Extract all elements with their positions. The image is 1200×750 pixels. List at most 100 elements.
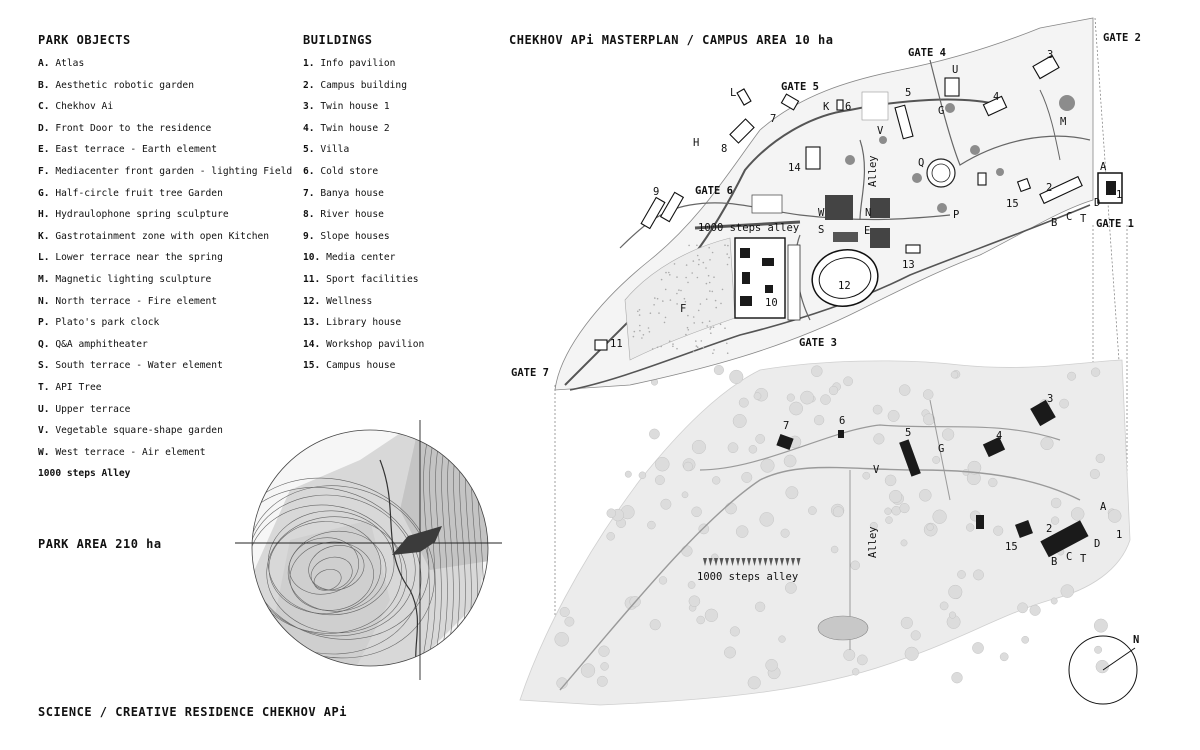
building-label: Campus building	[320, 79, 407, 91]
park-object-item: G. Half-circle fruit tree Garden	[38, 183, 292, 205]
building-label: River house	[320, 209, 384, 221]
building-marker: 1	[1116, 189, 1122, 201]
building-key: 4.	[303, 122, 315, 134]
masterplan-drawing: N GATE 2 GATE 4 GATE 5 GATE 6 GATE 1 GAT…	[511, 17, 1141, 706]
field-light	[721, 288, 724, 291]
park-object-label: API Tree	[55, 381, 102, 393]
alley-tree	[714, 558, 718, 566]
tree-canopy	[885, 516, 893, 524]
park-object-key: W.	[38, 446, 50, 458]
building-marker: 2	[1046, 182, 1052, 194]
field-light	[683, 297, 686, 300]
alley-tree	[769, 558, 773, 566]
field-light	[709, 290, 711, 292]
tree-canopy	[660, 498, 672, 510]
field-light	[726, 352, 729, 355]
park-area-label: PARK AREA 210 ha	[38, 537, 162, 551]
park-object-label: Gastrotainment zone with open Kitchen	[55, 230, 270, 242]
tree-canopy	[712, 476, 721, 485]
building-marker: 12	[838, 280, 851, 292]
park-object-marker: T	[1080, 553, 1087, 565]
field-light	[719, 323, 722, 326]
building-marker: 7	[783, 420, 789, 432]
park-object-item: H. Hydraulophone spring sculpture	[38, 204, 292, 226]
tree-canopy	[941, 428, 955, 441]
tree-canopy	[923, 413, 935, 426]
tree-canopy	[900, 539, 908, 547]
contour-line	[252, 485, 430, 640]
alley-tree	[780, 558, 784, 566]
building-key: 7.	[303, 187, 315, 199]
park-object-key: F.	[38, 165, 50, 177]
field-light	[676, 347, 678, 350]
tree-canopy	[1090, 367, 1101, 377]
tree-canopy	[683, 461, 693, 472]
field-light	[647, 327, 650, 329]
tree-canopy	[681, 545, 693, 557]
building-item: 2. Campus building	[303, 75, 424, 97]
park-object-key: P.	[38, 317, 50, 329]
tree-canopy	[738, 397, 749, 408]
field-light	[651, 348, 654, 350]
building-key: 5.	[303, 144, 315, 156]
tree-canopy	[1095, 659, 1109, 674]
park-object-label: Half-circle fruit tree Garden	[55, 187, 223, 199]
building-item: 12. Wellness	[303, 291, 424, 313]
field-light	[687, 281, 689, 284]
tree-canopy	[1050, 516, 1060, 525]
building-marker: 15	[1006, 198, 1019, 210]
field-light	[685, 333, 687, 336]
building-label: Sport facilities	[326, 273, 419, 285]
building-label: Banya house	[320, 187, 384, 199]
park-object-item: V. Vegetable square-shape garden	[38, 420, 292, 442]
tree-canopy	[852, 668, 860, 676]
field-light	[687, 314, 689, 317]
alley-legend-item: 1000 steps Alley	[38, 468, 131, 480]
field-light	[713, 276, 715, 279]
park-object-label: Lower terrace near the spring	[55, 252, 223, 264]
buildings-title: BUILDINGS	[303, 33, 373, 47]
tree-canopy	[724, 646, 736, 659]
building-item: 3. Twin house 1	[303, 96, 424, 118]
tree-canopy	[606, 532, 615, 541]
building-item: 15. Campus house	[303, 355, 424, 377]
field-light	[693, 322, 695, 324]
park-object-key: V.	[38, 425, 50, 437]
park-object-marker: G	[938, 443, 944, 455]
tree-canopy	[1059, 398, 1069, 409]
gate-5-label: GATE 5	[781, 81, 819, 93]
tree-canopy	[596, 675, 608, 687]
park-object-marker: S	[818, 224, 824, 236]
tree-canopy	[789, 401, 803, 416]
contour-line	[287, 530, 387, 612]
building-marker: 14	[788, 162, 801, 174]
field-light	[697, 309, 700, 312]
building-item: 1. Info pavilion	[303, 53, 424, 75]
park-object-marker: B	[1051, 217, 1057, 229]
tree-canopy	[698, 523, 710, 535]
tree-canopy	[783, 454, 797, 468]
field-light	[699, 303, 702, 305]
tree-canopy	[1050, 597, 1058, 605]
tree-canopy	[922, 389, 934, 400]
tree-canopy	[785, 486, 799, 500]
field-light	[649, 312, 652, 315]
park-object-marker: D	[1094, 197, 1100, 209]
field-light	[713, 349, 715, 351]
park-object-marker: B	[1051, 556, 1057, 568]
alley-tree	[719, 558, 724, 566]
building-item: 4. Twin house 2	[303, 118, 424, 140]
tree-canopy	[786, 393, 795, 402]
field-light	[701, 321, 704, 324]
building-label: Cold store	[320, 165, 379, 177]
park-object-label: Chekhov Ai	[55, 101, 114, 113]
field-light	[695, 345, 698, 347]
field-light	[695, 340, 697, 342]
tree-canopy	[999, 652, 1009, 662]
tree-canopy	[950, 370, 959, 379]
field-light	[702, 261, 705, 264]
field-light	[672, 345, 674, 348]
gate-2-label: GATE 2	[1103, 32, 1141, 44]
tree-canopy	[658, 576, 668, 585]
